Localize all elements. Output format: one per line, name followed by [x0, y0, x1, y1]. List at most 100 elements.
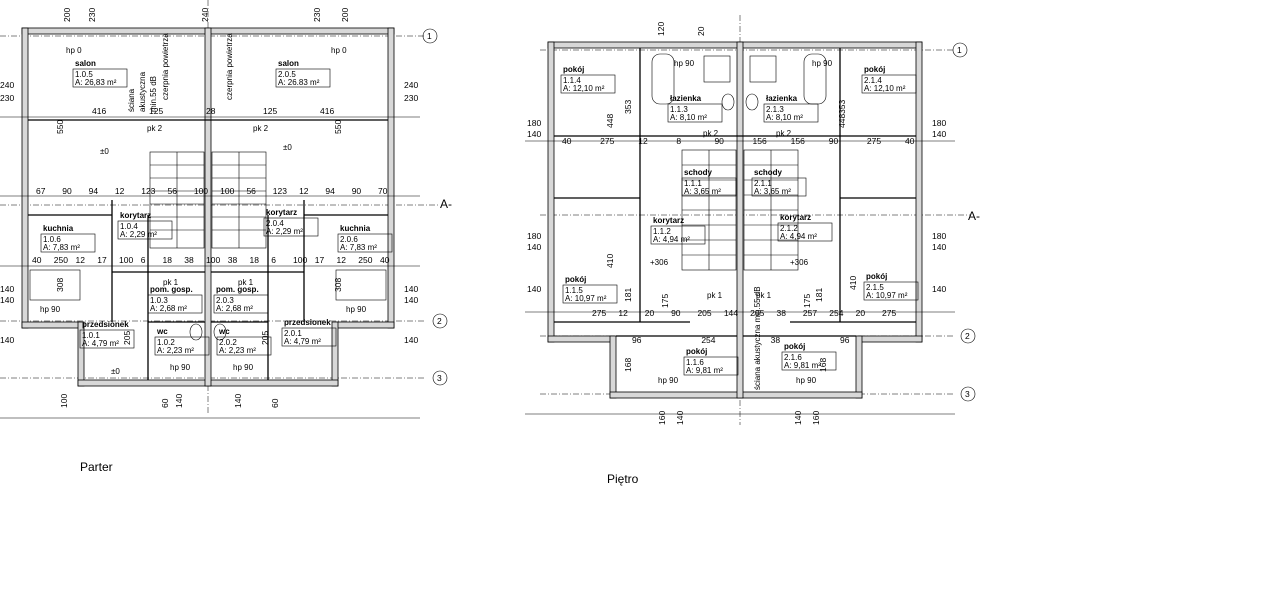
room-area: A: 8,10 m² — [766, 113, 803, 122]
room-label-box — [337, 233, 393, 253]
dim-text: 67 — [36, 186, 46, 196]
room-label-box — [216, 336, 272, 356]
room-number: 1.1.4 — [563, 76, 581, 85]
chimney-note: czerpnia powietrza — [161, 33, 170, 100]
room-name: schody — [684, 168, 713, 177]
room-number: 2.1.5 — [866, 283, 884, 292]
dim-text: 100 — [293, 255, 307, 265]
dim-text: 180 — [527, 118, 541, 128]
dim-text: 20 — [856, 308, 866, 318]
acoustic-note: ściana — [127, 88, 136, 112]
dim-text: 353 — [837, 100, 847, 114]
room-area: A: 2,68 m² — [216, 304, 253, 313]
room-name: wc — [218, 327, 230, 336]
dim-text: 156 — [791, 136, 805, 146]
dim-text: 240 — [200, 8, 210, 22]
dim-text: 6 — [141, 255, 146, 265]
room-name: kuchnia — [340, 224, 371, 233]
room-name: kuchnia — [43, 224, 74, 233]
room-label-box — [72, 68, 128, 88]
wall-room-right — [855, 335, 863, 399]
room-number: 2.1.1 — [754, 179, 772, 188]
dim-text: 38 — [184, 255, 194, 265]
dim-text: 100 — [194, 186, 208, 196]
room-area: A: 10,97 m² — [866, 291, 908, 300]
dim-text: 18 — [250, 255, 260, 265]
room-label-box — [683, 356, 739, 376]
dim-text: 12 — [76, 255, 86, 265]
grid-bubble — [432, 370, 448, 386]
hp-label: hp 90 — [346, 305, 367, 314]
room-number: 1.0.1 — [82, 331, 100, 340]
stair-treads — [682, 150, 736, 270]
room-label-box — [562, 284, 618, 304]
room-label-box — [147, 294, 203, 314]
room-area: A: 3,65 m² — [754, 187, 791, 196]
dim-text: 38 — [228, 255, 238, 265]
shower-icon — [749, 55, 777, 83]
wall-room-left — [609, 335, 617, 399]
grid-label: 2 — [965, 331, 970, 341]
dim-text: 140 — [404, 284, 418, 294]
room-area: A: 4,94 m² — [780, 232, 817, 241]
wall-room-bottom — [609, 391, 863, 399]
room-name: wc — [156, 327, 168, 336]
dim-text: 308 — [55, 278, 65, 292]
dim-text: 18 — [163, 255, 173, 265]
dim-text: 230 — [312, 8, 322, 22]
room-label-box — [263, 217, 319, 237]
room-area: A: 7,83 m² — [340, 243, 377, 252]
dim-text: 254 — [701, 335, 715, 345]
room-number: 2.0.4 — [266, 219, 284, 228]
party-wall — [736, 41, 744, 399]
dim-text: 254 — [829, 308, 843, 318]
hp-label: hp 90 — [674, 59, 695, 68]
dim-text: 140 — [233, 394, 243, 408]
dim-text: 156 — [753, 136, 767, 146]
dim-text: 181 — [814, 288, 824, 302]
dim-text: 160 — [811, 411, 821, 425]
dim-text: 353 — [623, 100, 633, 114]
hp-label: hp 0 — [66, 46, 82, 55]
grid-label: 1 — [957, 45, 962, 55]
dim-text: 12 — [638, 136, 648, 146]
room-label-box — [117, 220, 173, 240]
dim-text: 56 — [246, 186, 256, 196]
pk-label: pk 2 — [253, 124, 269, 133]
room-area: A: 12,10 m² — [563, 84, 605, 93]
dim-text: 40 — [562, 136, 572, 146]
dim-text: 275 — [592, 308, 606, 318]
dim-text: 180 — [527, 231, 541, 241]
dim-text: 416 — [320, 106, 334, 116]
room-number: 2.0.1 — [284, 329, 302, 338]
stair-treads — [744, 150, 798, 270]
shower-icon — [703, 55, 731, 83]
wall-left — [21, 27, 29, 329]
room-number: 1.1.2 — [653, 227, 671, 236]
kitchen-counter — [29, 269, 81, 301]
dim-text: 100 — [206, 255, 220, 265]
dim-text: 448 — [837, 114, 847, 128]
dim-text: 410 — [848, 276, 858, 290]
room-label-box — [281, 327, 337, 347]
acoustic-note: akustyczna — [138, 71, 147, 112]
dim-text: 550 — [333, 120, 343, 134]
room-area: A: 4,79 m² — [284, 337, 321, 346]
room-area: A: 2,23 m² — [157, 346, 194, 355]
dim-text: 250 — [54, 255, 68, 265]
wall-bottom-left — [21, 321, 81, 329]
room-area: A: 2,68 m² — [150, 304, 187, 313]
room-label-box — [751, 177, 807, 197]
grid-bubble — [960, 328, 976, 344]
ground-floor-caption: Parter — [80, 460, 113, 474]
room-label-box — [213, 294, 269, 314]
party-wall — [204, 27, 212, 387]
dim-text: 40 — [32, 255, 42, 265]
level-label: +306 — [650, 258, 669, 267]
room-label-box — [560, 74, 616, 94]
dim-text: 140 — [527, 284, 541, 294]
hp-label: hp 0 — [331, 46, 347, 55]
dim-text: 20 — [696, 26, 706, 36]
room-name: korytarz — [120, 211, 151, 220]
dim-text: 200 — [340, 8, 350, 22]
